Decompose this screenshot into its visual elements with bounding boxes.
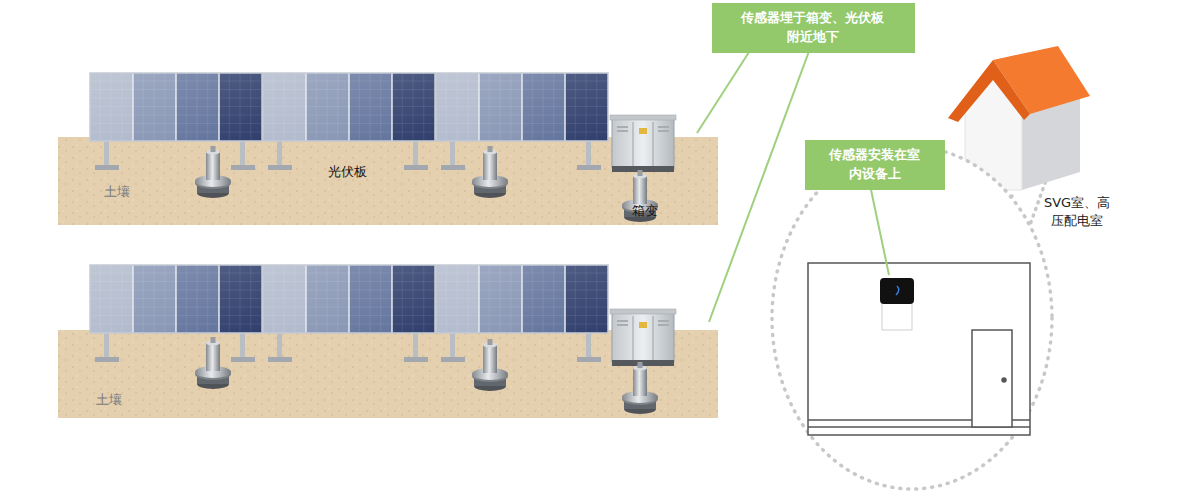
callout-box: 传感器埋于箱变、光伏板附近地下 [712, 3, 915, 53]
part-label: 土壤 [96, 391, 122, 409]
part-label: 土壤 [104, 183, 130, 201]
callout-text: 传感器埋于箱变、光伏板附近地下 [740, 9, 887, 47]
part-label: SVG室、高压配电室 [1040, 194, 1114, 229]
part-label: 光伏板 [328, 163, 367, 181]
callout-box: 传感器安装在室内设备上 [805, 140, 945, 190]
room-drawing [808, 263, 1030, 435]
indoor-sensor [880, 278, 914, 330]
part-label: 箱变 [632, 202, 658, 220]
callout-text: 传感器安装在室内设备上 [828, 146, 923, 184]
